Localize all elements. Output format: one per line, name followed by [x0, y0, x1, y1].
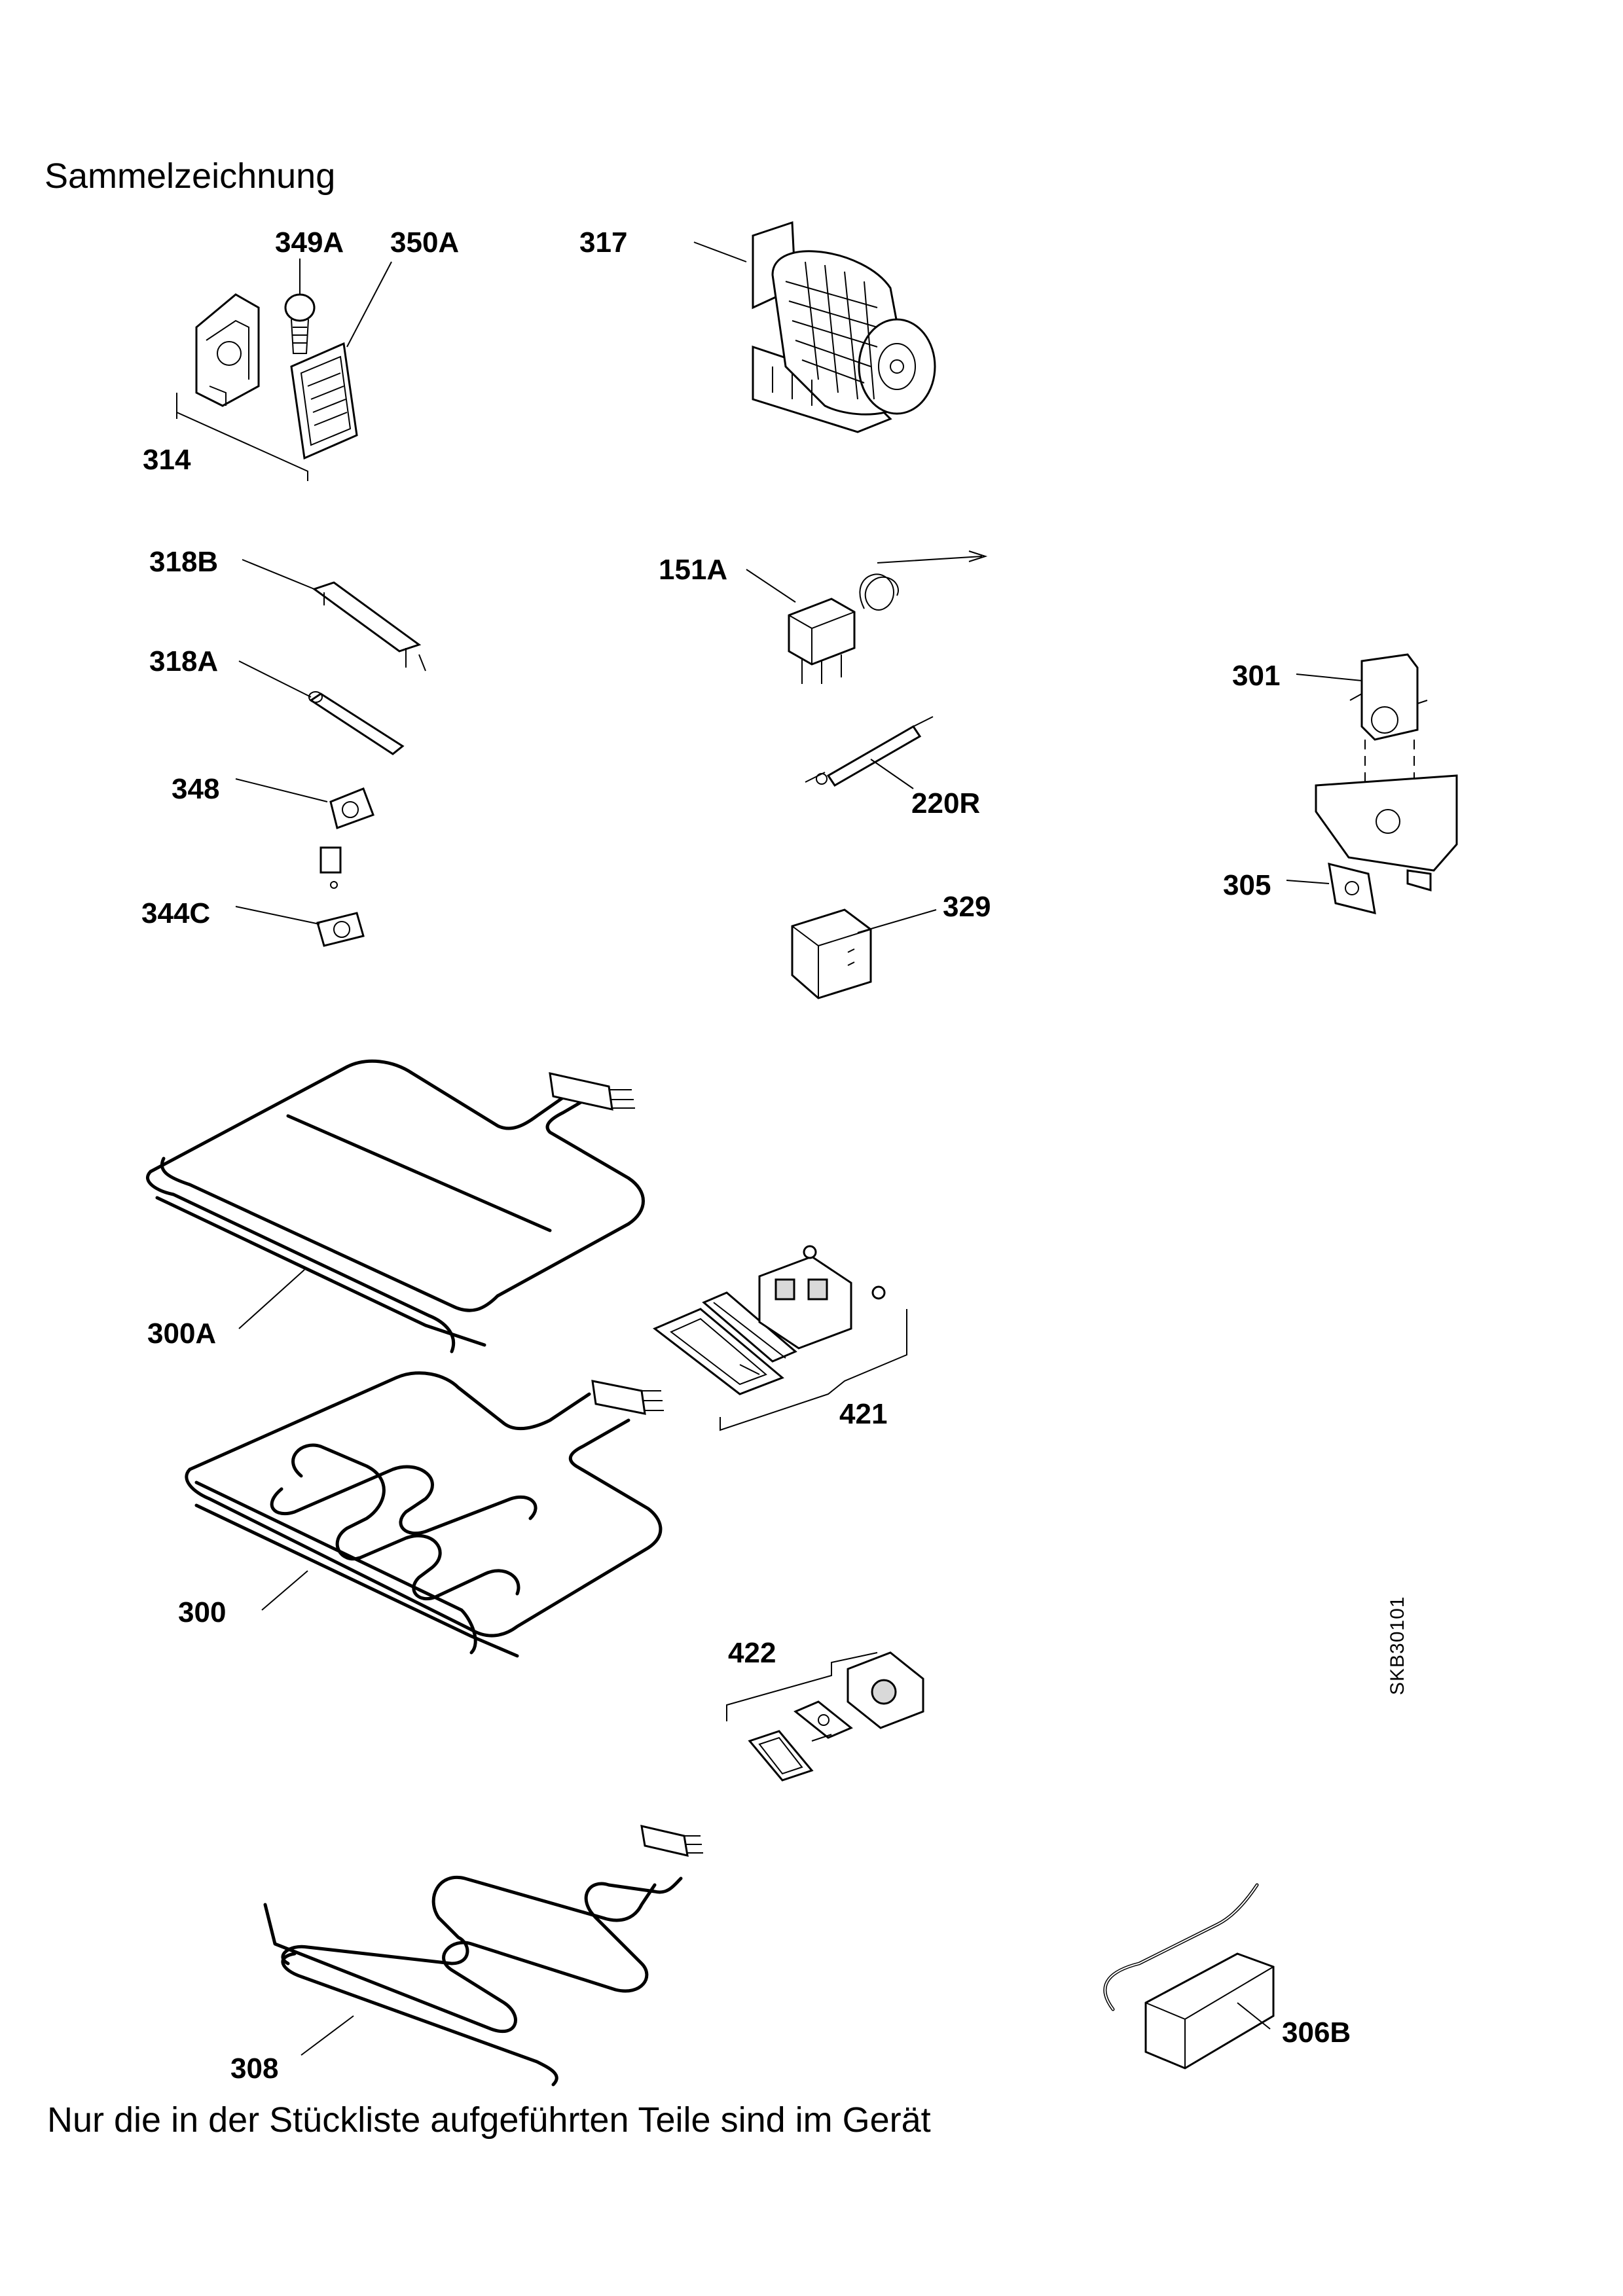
label-305: 305: [1223, 869, 1271, 901]
part-308-heating-element: [263, 1825, 703, 2087]
label-344C: 344C: [141, 897, 210, 929]
part-300A-heating-element: [146, 1059, 645, 1354]
label-318B: 318B: [149, 546, 218, 578]
part-306B-filter: [1103, 1883, 1275, 2070]
part-305-bracket: [1286, 774, 1458, 915]
label-350A: 350A: [390, 226, 459, 259]
label-301: 301: [1232, 660, 1280, 692]
label-349A: 349A: [275, 226, 344, 259]
drawing-code: SKB30101: [1387, 1596, 1408, 1695]
part-350A-lamp-glass: [290, 261, 392, 460]
part-329-block: [791, 908, 937, 999]
label-314: 314: [143, 444, 191, 476]
label-348: 348: [172, 773, 219, 805]
label-220R: 220R: [911, 787, 980, 819]
part-318B-bracket: [242, 559, 426, 672]
part-151A-thermostat: [746, 550, 988, 684]
label-151A: 151A: [659, 554, 727, 586]
part-301-switch: [1296, 653, 1428, 831]
part-317-fan-motor: [693, 221, 936, 433]
part-220R-spring: [805, 716, 934, 789]
label-308: 308: [230, 2053, 278, 2085]
part-349A-lamp-bulb: [284, 259, 316, 354]
label-329: 329: [943, 891, 991, 923]
label-300A: 300A: [147, 1318, 216, 1350]
part-422-terminal-block: [726, 1651, 924, 1782]
part-348-bracket-parts: [235, 778, 374, 889]
label-300: 300: [178, 1596, 226, 1628]
bracket-314: [176, 393, 308, 481]
part-300-heating-element: [185, 1371, 664, 1658]
label-421: 421: [839, 1398, 887, 1430]
part-318A-rod: [238, 660, 405, 755]
part-344C-clip: [235, 906, 365, 947]
drawing-title: Sammelzeichnung: [45, 156, 336, 196]
label-306B: 306B: [1282, 2017, 1351, 2049]
part-421-connector: [653, 1245, 907, 1431]
footer-note: Nur die in der Stückliste aufgeführten T…: [47, 2100, 931, 2140]
label-317: 317: [579, 226, 627, 259]
label-422: 422: [728, 1637, 776, 1669]
part-314-lamp-housing: [195, 293, 260, 407]
label-318A: 318A: [149, 645, 218, 677]
